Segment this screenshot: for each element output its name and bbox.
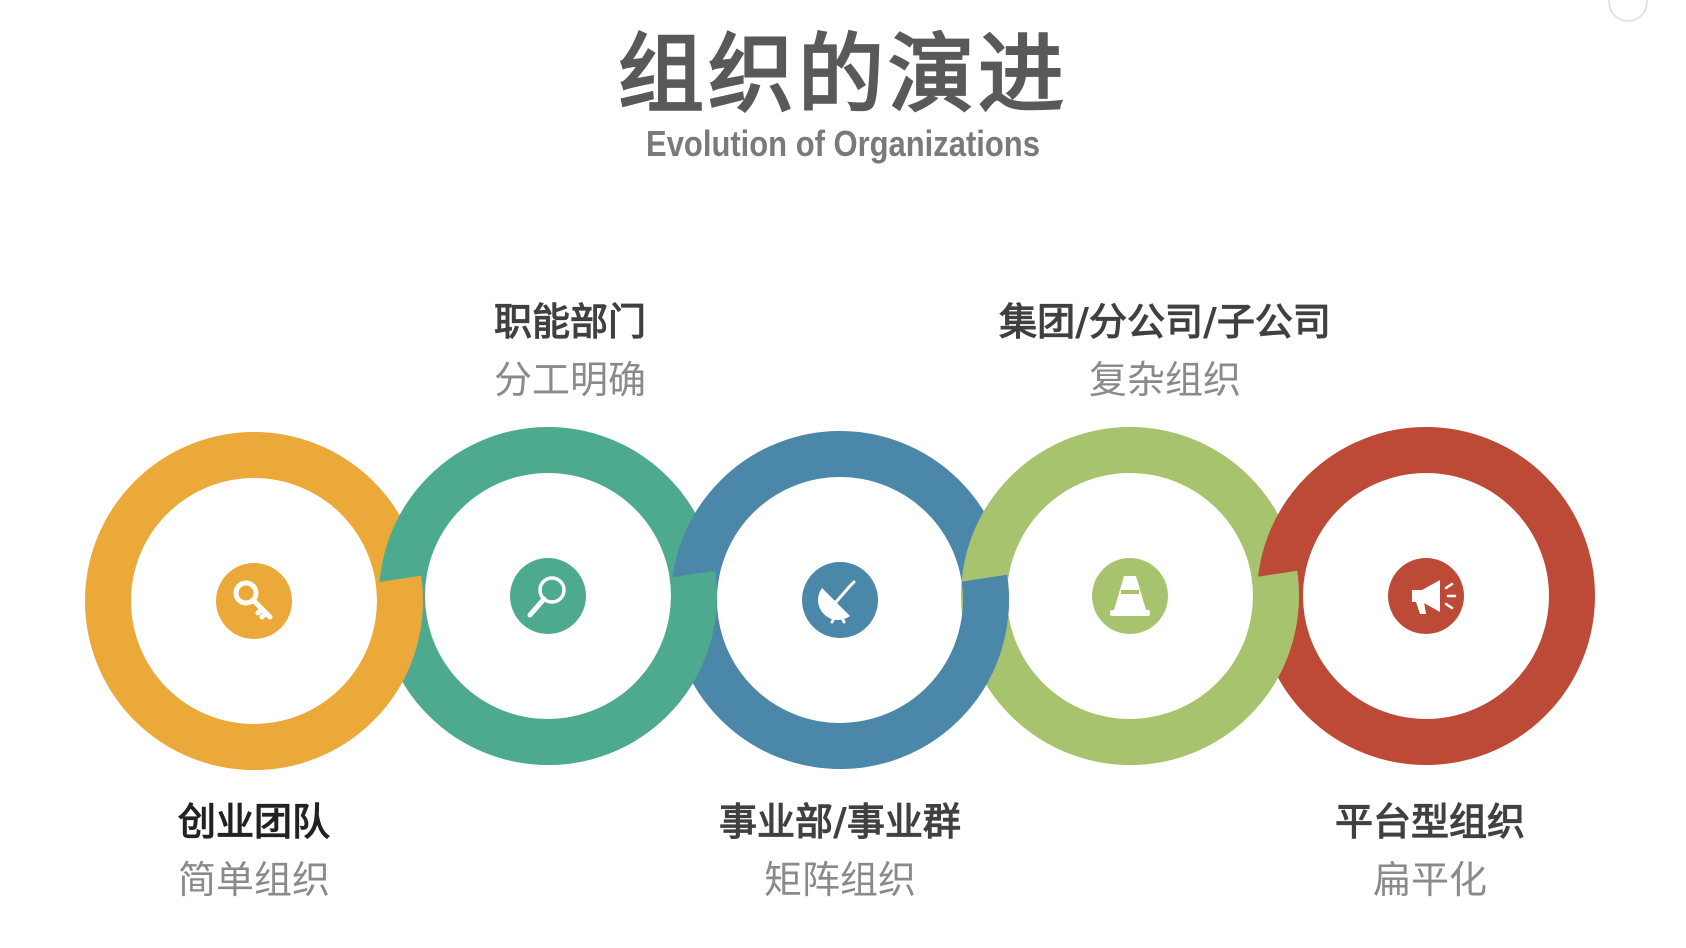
stage-label-functional-departments: 职能部门 分工明确: [360, 300, 780, 403]
stage-name: 创业团队: [177, 800, 330, 844]
megaphone-icon: [1388, 558, 1464, 634]
page-title: 组织的演进: [618, 25, 1068, 125]
ring-overlap-startup-team: [245, 575, 423, 770]
key-icon: [216, 563, 292, 639]
stage-desc: 分工明确: [493, 357, 646, 402]
stage-label-platform-organization: 平台型组织 扁平化: [1220, 800, 1640, 903]
magnifier-icon: [510, 558, 586, 634]
stage-desc: 扁平化: [1372, 857, 1487, 902]
traffic-cone-icon: [1092, 558, 1168, 634]
stage-name: 集团/分公司/子公司: [999, 300, 1331, 344]
ring-overlap-group-companies: [1121, 570, 1299, 765]
ring-upper-layer: [245, 570, 1299, 770]
satellite-dish-icon: [802, 562, 878, 638]
stage-name: 平台型组织: [1334, 800, 1525, 844]
ring-overlap-business-units: [831, 574, 1009, 769]
stage-desc: 矩阵组织: [763, 857, 916, 902]
stage-icon-layer: [216, 558, 1464, 639]
stage-desc: 复杂组织: [1088, 357, 1241, 402]
page-subtitle: Evolution of Organizations: [646, 123, 1040, 164]
ring-overlap-functional-departments: [539, 570, 717, 765]
stage-label-business-units: 事业部/事业群 矩阵组织: [630, 800, 1050, 903]
stage-label-group-companies: 集团/分公司/子公司 复杂组织: [955, 300, 1375, 403]
stage-name: 事业部/事业群: [719, 800, 961, 844]
stage-desc: 简单组织: [177, 857, 330, 902]
stage-name: 职能部门: [493, 300, 646, 344]
stage-label-startup-team: 创业团队 简单组织: [44, 800, 464, 903]
